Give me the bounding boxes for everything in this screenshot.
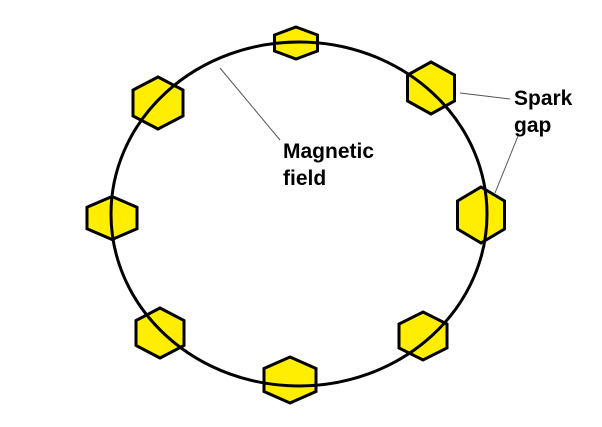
spark-gap-hexagon	[262, 355, 318, 405]
magnetic-label: Magnetic	[283, 140, 374, 163]
spark-leader	[459, 92, 511, 100]
field-label: field	[283, 167, 326, 190]
gap-label: gap	[514, 114, 551, 137]
spark-gaps	[85, 25, 506, 405]
magnetic-field-leader	[219, 67, 281, 141]
magnetic-field-ring	[109, 40, 489, 388]
spark-gap-hexagon	[397, 310, 449, 362]
spark-gap-hexagon	[456, 185, 506, 245]
spark-label: Spark	[514, 87, 573, 110]
spark-gap-hexagon	[134, 306, 186, 360]
gap-leader	[494, 135, 519, 194]
